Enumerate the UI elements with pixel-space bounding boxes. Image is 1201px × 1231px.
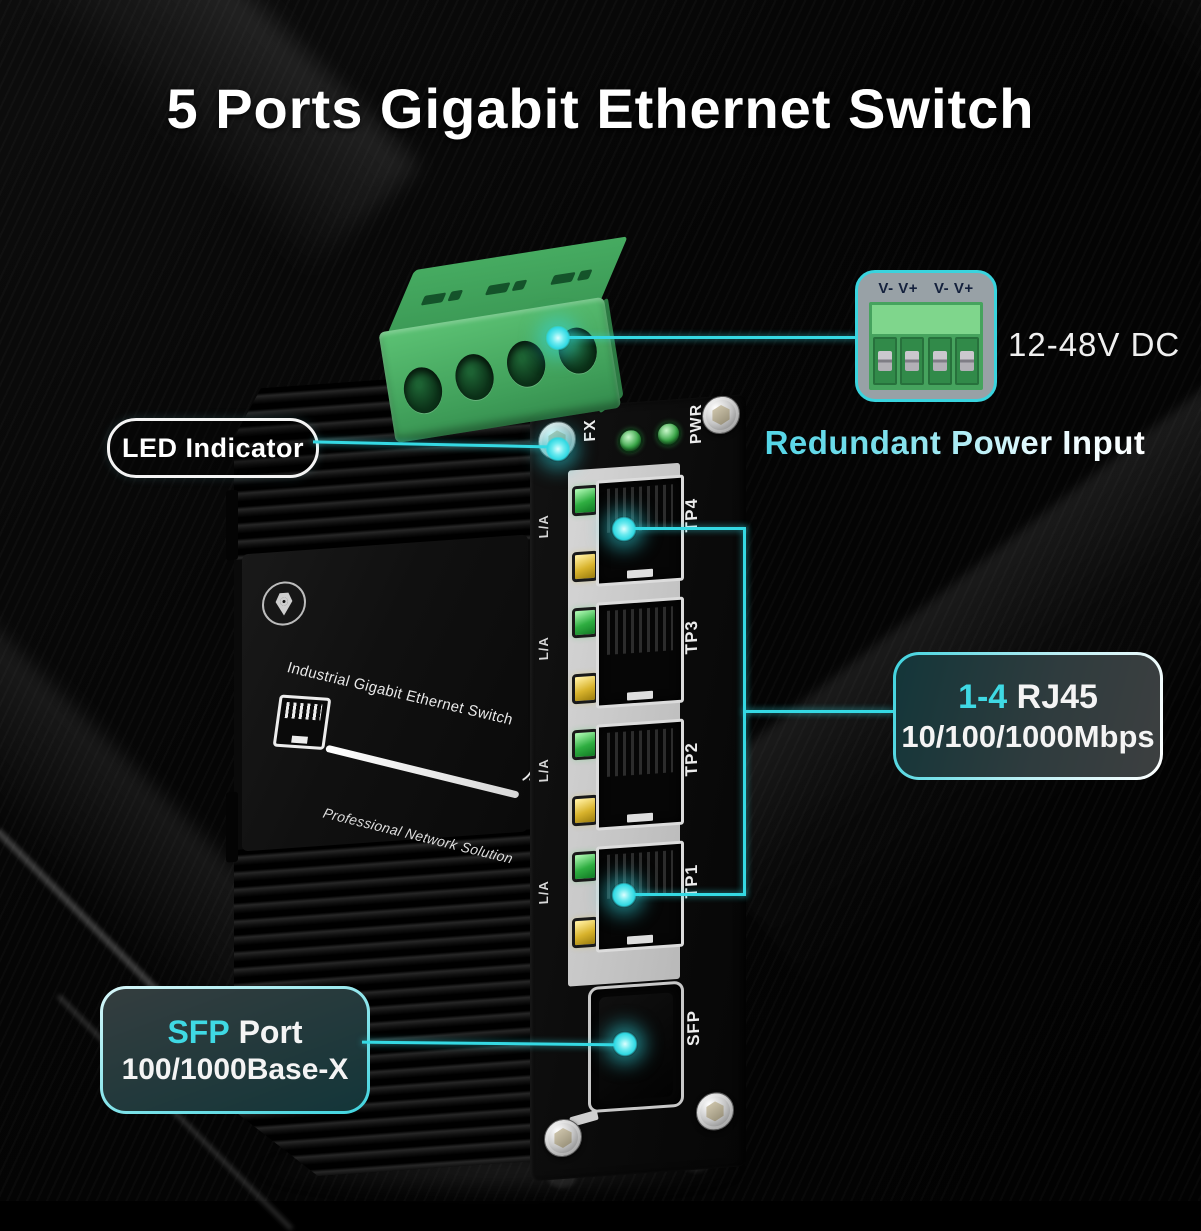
led-indicator-label: LED Indicator: [121, 432, 304, 463]
link-led: [572, 728, 598, 761]
port-label: TP3: [682, 619, 701, 655]
terminal-screw-slot: [927, 337, 952, 385]
rj45-callout-line1: 1-4 RJ45: [958, 678, 1098, 717]
rj45-callout-box: 1-4 RJ45 10/100/1000Mbps: [893, 652, 1163, 780]
terminal-screw-slot: [872, 337, 897, 385]
port-label: TP2: [682, 741, 701, 777]
activity-led: [572, 550, 598, 583]
sfp-name: SFP: [167, 1013, 230, 1050]
swoosh-line: [325, 745, 520, 799]
rj45-jack: [596, 596, 684, 709]
callout-line-power: [558, 336, 857, 339]
jack-tab: [627, 812, 653, 823]
jack-pins: [607, 606, 673, 655]
la-label: L/A: [536, 757, 551, 783]
hex-socket: [553, 1127, 573, 1148]
sfp-callout-line1: SFP Port: [167, 1014, 302, 1051]
hex-socket: [705, 1101, 725, 1122]
link-led: [572, 484, 598, 517]
device-label-plate: Industrial Gigabit Ethernet Switch Profe…: [242, 534, 528, 851]
callout-dot-tp4: [611, 516, 637, 542]
voltage-text: 12-48V DC: [1008, 326, 1181, 363]
rj45-type: RJ45: [1016, 677, 1098, 716]
rj45-speed: 10/100/1000Mbps: [901, 718, 1155, 754]
jack-pins: [607, 728, 673, 777]
link-led: [572, 606, 598, 639]
terminal-screw-slot: [900, 337, 925, 385]
jack-tab: [627, 934, 653, 945]
terminal-screw-slot: [955, 337, 980, 385]
bracket-line-top: [624, 527, 746, 530]
rj45-icon-pins: [285, 702, 323, 721]
terminal-hole: [451, 351, 497, 403]
pwr-led: [656, 420, 681, 448]
activity-led: [572, 672, 598, 705]
callout-dot-tp1: [611, 882, 637, 908]
led-indicator-callout: LED Indicator: [107, 418, 319, 478]
jack-tab: [627, 568, 653, 579]
callout-dot-sfp: [612, 1031, 638, 1057]
power-caption: Redundant Power Input: [755, 424, 1155, 462]
power-terminal-block: [369, 236, 628, 453]
rj45-icon-tab: [291, 736, 308, 744]
rj45-jack: [596, 474, 684, 587]
callout-dot-led: [545, 436, 571, 462]
terminal-hole: [400, 364, 445, 417]
la-label: L/A: [536, 879, 551, 905]
la-label: L/A: [536, 513, 551, 539]
terminal-connector-illustration: [869, 302, 983, 390]
rj45-jack: [596, 840, 684, 953]
terminal-slot: [485, 278, 529, 295]
fx-led: [618, 427, 643, 455]
screw: [702, 394, 740, 436]
callout-dot-power: [545, 325, 571, 351]
bracket-line-to-box: [743, 710, 893, 713]
sfp-label: SFP: [684, 1009, 703, 1047]
sfp-callout-box: SFP Port 100/1000Base-X: [100, 986, 370, 1114]
rj45-port-tp2: L/A TP2: [530, 708, 746, 835]
logo-pin-icon: [274, 591, 294, 616]
sfp-standard: 100/1000Base-X: [121, 1052, 349, 1086]
terminal-illustration-top: [872, 305, 980, 334]
terminal-polarity-label: V- V+: [934, 280, 974, 297]
activity-led: [572, 794, 598, 827]
screw: [544, 1117, 582, 1159]
page-title: 5 Ports Gigabit Ethernet Switch: [166, 77, 1035, 140]
jack-tab: [627, 690, 653, 701]
brand-logo-icon: [262, 580, 306, 627]
terminal-hole: [503, 338, 549, 390]
sfp-word: Port: [238, 1013, 303, 1050]
bracket-line-bottom: [624, 893, 746, 896]
la-label: L/A: [536, 635, 551, 661]
rj45-icon: [273, 694, 332, 750]
front-panel: FX PWR L/A TP4 L/A TP3 L/A: [530, 394, 746, 1182]
din-rail-clip: [226, 791, 238, 863]
activity-led: [572, 916, 598, 949]
link-led: [572, 850, 598, 883]
logo-dot: [280, 597, 288, 606]
terminal-slot: [550, 268, 593, 285]
din-rail-clip: [226, 489, 238, 561]
terminal-polarity-label: V- V+: [878, 280, 918, 297]
rj45-range: 1-4: [958, 677, 1008, 716]
rj45-jack: [596, 718, 684, 831]
screw: [696, 1091, 734, 1132]
power-connector-box: V- V+ V- V+: [855, 270, 997, 402]
terminal-slot: [420, 289, 464, 306]
hex-socket: [711, 404, 731, 425]
rj45-port-tp3: L/A TP3: [530, 586, 746, 713]
